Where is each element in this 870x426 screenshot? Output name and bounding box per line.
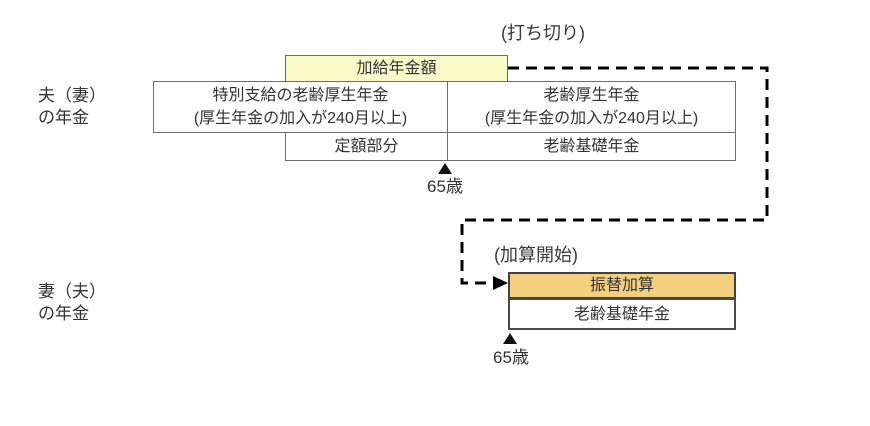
wife-pension-label-line1: 妻（夫） (38, 282, 106, 301)
husband-pension-label-line1: 夫（妻） (38, 86, 106, 105)
additional-allowance-box: 加給年金額 (285, 55, 508, 82)
additional-allowance-label: 加給年金額 (356, 60, 437, 77)
employee-pension-cell: 老齢厚生年金 (厚生年金の加入が240月以上) (447, 81, 736, 133)
connector-arrowhead-icon (493, 276, 508, 290)
husband-pension-label-line2: の年金 (38, 108, 89, 127)
special-employee-pension-line1: 特別支給の老齢厚生年金 (212, 87, 389, 104)
husband-age-marker-label: 65歳 (427, 177, 463, 196)
husband-basic-pension-cell: 老齢基礎年金 (447, 132, 736, 161)
husband-age-marker-triangle-icon (438, 163, 452, 174)
special-employee-pension-cell: 特別支給の老齢厚生年金 (厚生年金の加入が240月以上) (153, 81, 448, 133)
cutoff-note: (打ち切り) (501, 23, 585, 43)
transfer-addition-box: 振替加算 (508, 272, 736, 299)
wife-basic-pension-cell: 老齢基礎年金 (508, 298, 736, 330)
fixed-amount-part-cell: 定額部分 (285, 132, 448, 161)
wife-basic-pension-label: 老齢基礎年金 (573, 305, 670, 323)
wife-age-marker-label: 65歳 (493, 348, 529, 367)
husband-pension-label: 夫（妻） の年金 (38, 85, 106, 129)
employee-pension-line1: 老齢厚生年金 (543, 87, 640, 104)
fixed-amount-part-label: 定額部分 (334, 138, 399, 155)
addition-start-note: (加算開始) (494, 245, 578, 265)
wife-pension-label: 妻（夫） の年金 (38, 281, 106, 325)
wife-pension-label-line2: の年金 (38, 304, 89, 323)
husband-basic-pension-label: 老齢基礎年金 (543, 138, 640, 155)
wife-age-marker-triangle-icon (503, 333, 517, 344)
special-employee-pension-line2: (厚生年金の加入が240月以上) (193, 110, 408, 127)
transfer-addition-label: 振替加算 (589, 277, 654, 294)
employee-pension-line2: (厚生年金の加入が240月以上) (484, 110, 699, 127)
